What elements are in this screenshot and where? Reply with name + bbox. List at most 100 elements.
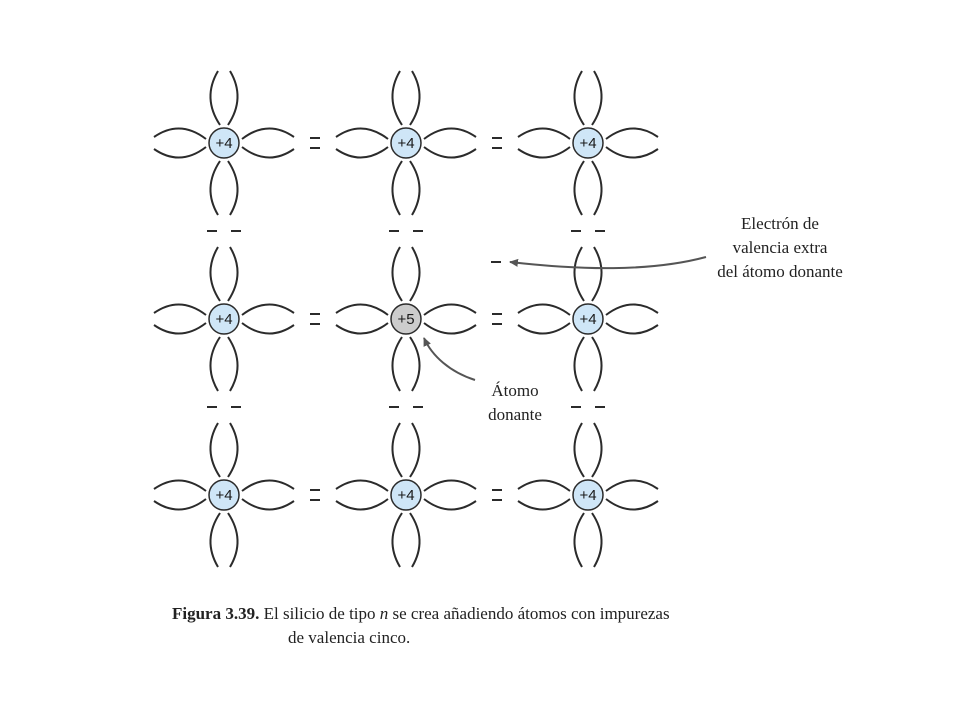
orbital-lobe [153, 146, 207, 159]
orbital-lobe [227, 336, 239, 392]
silicon-atom-core [572, 303, 604, 335]
orbital-lobe [409, 160, 421, 216]
caption-text-before: El silicio de tipo [259, 604, 380, 623]
orbital-lobe [573, 70, 585, 126]
orbital-lobe [153, 127, 207, 140]
extra-electron-line-2: valencia extra [732, 238, 828, 257]
orbital-lobe [241, 303, 295, 316]
orbital-lobe [335, 146, 389, 159]
silicon-atom-core [390, 127, 422, 159]
silicon-atom-core [208, 127, 240, 159]
atom-charge-label: +4 [215, 311, 232, 328]
orbital-lobe [591, 246, 603, 302]
atom-charge-label: +4 [215, 135, 232, 152]
bond-electrons [207, 137, 605, 501]
orbital-lobe [517, 303, 571, 316]
caption-line-2: de valencia cinco. [288, 628, 411, 647]
orbital-lobe [391, 246, 403, 302]
orbital-lobe [605, 322, 659, 335]
orbital-lobe [153, 498, 207, 511]
orbital-lobe [573, 336, 585, 392]
orbital-lobe [423, 479, 477, 492]
extra-electron-line-3: del átomo donante [717, 262, 843, 281]
orbital-lobe [391, 512, 403, 568]
orbital-lobe [227, 512, 239, 568]
figure-caption: Figura 3.39. El silicio de tipo n se cre… [172, 602, 670, 650]
silicon-atom-core [208, 303, 240, 335]
silicon-atom-core [208, 479, 240, 511]
orbital-lobe [391, 160, 403, 216]
orbital-lobe [209, 70, 221, 126]
extra-electron-label: Electrón de valencia extra del átomo don… [680, 212, 880, 284]
donor-atom-label: Átomo donante [465, 379, 565, 427]
orbital-lobe [591, 336, 603, 392]
orbital-lobe [209, 336, 221, 392]
silicon-atom-core [572, 479, 604, 511]
orbital-lobe [423, 303, 477, 316]
donor-atom-line-1: Átomo [491, 381, 539, 400]
atom-cores: +4 +4 +4 +4 +5 +4 +4 +4 +4 [208, 127, 604, 511]
orbital-lobe [517, 498, 571, 511]
extra-electron-line-1: Electrón de [741, 214, 819, 233]
orbital-lobe [153, 322, 207, 335]
caption-italic: n [379, 604, 389, 623]
orbital-lobe [409, 336, 421, 392]
bond-orbitals [153, 70, 659, 568]
orbital-lobe [153, 303, 207, 316]
orbital-lobe [423, 322, 477, 335]
orbital-lobe [423, 146, 477, 159]
orbital-lobe [517, 322, 571, 335]
atom-charge-label: +4 [397, 135, 414, 152]
orbital-lobe [423, 127, 477, 140]
orbital-lobe [605, 146, 659, 159]
orbital-lobe [227, 160, 239, 216]
orbital-lobe [209, 246, 221, 302]
orbital-lobe [409, 70, 421, 126]
orbital-lobe [605, 479, 659, 492]
orbital-lobe [227, 70, 239, 126]
atom-charge-label: +4 [579, 135, 596, 152]
orbital-lobe [227, 422, 239, 478]
silicon-atom-core [390, 479, 422, 511]
donor-atom-core [390, 303, 422, 335]
orbital-lobe [517, 479, 571, 492]
orbital-lobe [605, 498, 659, 511]
orbital-lobe [209, 160, 221, 216]
orbital-lobe [241, 146, 295, 159]
donor-atom-arrow [423, 337, 476, 381]
orbital-lobe [153, 479, 207, 492]
silicon-atom-core [572, 127, 604, 159]
orbital-lobe [573, 512, 585, 568]
atom-charge-label: +4 [579, 487, 596, 504]
atom-charge-label: +4 [397, 487, 414, 504]
orbital-lobe [605, 303, 659, 316]
orbital-lobe [241, 479, 295, 492]
atom-charge-label: +5 [397, 311, 414, 328]
orbital-lobe [423, 498, 477, 511]
orbital-lobe [241, 127, 295, 140]
orbital-lobe [517, 146, 571, 159]
caption-text-after: se crea añadiendo átomos con impurezas [388, 604, 670, 623]
orbital-lobe [391, 422, 403, 478]
donor-atom-line-2: donante [488, 405, 542, 424]
orbital-lobe [409, 422, 421, 478]
orbital-lobe [335, 322, 389, 335]
orbital-lobe [591, 422, 603, 478]
extra-electron-arrow [509, 256, 707, 270]
orbital-lobe [241, 322, 295, 335]
orbital-lobe [591, 70, 603, 126]
orbital-lobe [605, 127, 659, 140]
orbital-lobe [517, 127, 571, 140]
atom-charge-label: +4 [579, 311, 596, 328]
orbital-lobe [335, 498, 389, 511]
orbital-lobe [227, 246, 239, 302]
atom-charge-label: +4 [215, 487, 232, 504]
orbital-lobe [573, 246, 585, 302]
orbital-lobe [573, 160, 585, 216]
orbital-lobe [241, 498, 295, 511]
orbital-lobe [391, 70, 403, 126]
caption-line-1: Figura 3.39. El silicio de tipo n se cre… [172, 604, 670, 623]
orbital-lobe [209, 422, 221, 478]
orbital-lobe [409, 246, 421, 302]
